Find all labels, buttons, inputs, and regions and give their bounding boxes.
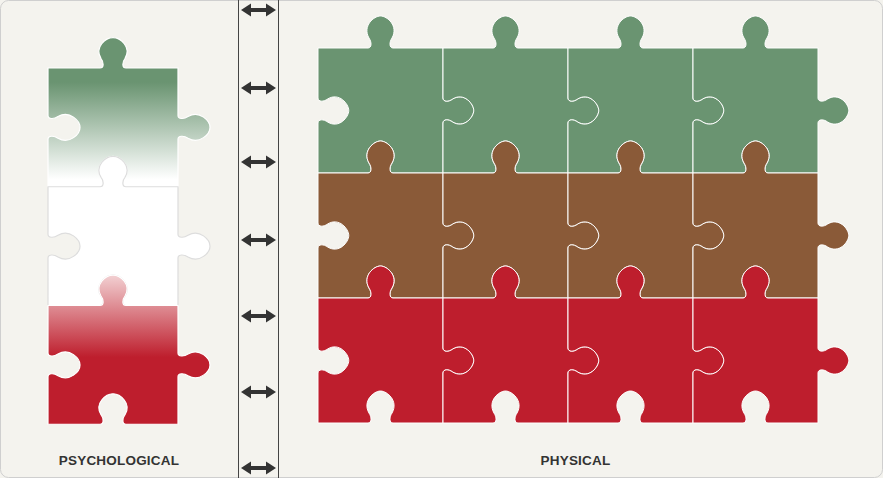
puzzle-piece [693,16,849,173]
puzzle-piece [48,38,210,187]
arrow-shaft [249,160,268,164]
arrow-head [266,156,276,169]
arrow-head [241,234,251,247]
double-arrow [241,82,276,95]
psychological-pieces [48,38,210,425]
arrow-shaft [249,238,268,242]
arrow-shaft [249,390,268,394]
double-arrow [241,234,276,247]
double-arrow [241,386,276,399]
arrow-shaft [249,8,268,12]
puzzle-piece [693,266,849,423]
puzzle-piece [48,275,210,424]
arrow-head [241,386,251,399]
arrow-head [266,82,276,95]
arrow-head [241,82,251,95]
arrow-head [266,386,276,399]
arrow-shaft [249,86,268,90]
panel: PHYSICAL [278,0,883,478]
double-arrow [241,156,276,169]
arrow-head [266,462,276,475]
double-arrow [241,462,276,475]
arrow-shaft [249,466,268,470]
puzzle-piece [48,156,210,305]
double-arrow [241,4,276,17]
arrow-head [241,310,251,323]
physical-pieces [318,16,849,423]
divider-line [238,0,239,478]
panel-label: PHYSICAL [268,453,883,468]
panel: PSYCHOLOGICAL [0,0,238,478]
divider-line [278,0,279,478]
arrow-head [241,462,251,475]
arrow-shaft [249,314,268,318]
panel-label: PSYCHOLOGICAL [0,453,238,468]
arrow-head [241,156,251,169]
double-arrow [241,310,276,323]
puzzle-piece [693,141,849,298]
arrow-head [266,4,276,17]
arrow-head [241,4,251,17]
arrow-head [266,234,276,247]
arrow-head [266,310,276,323]
